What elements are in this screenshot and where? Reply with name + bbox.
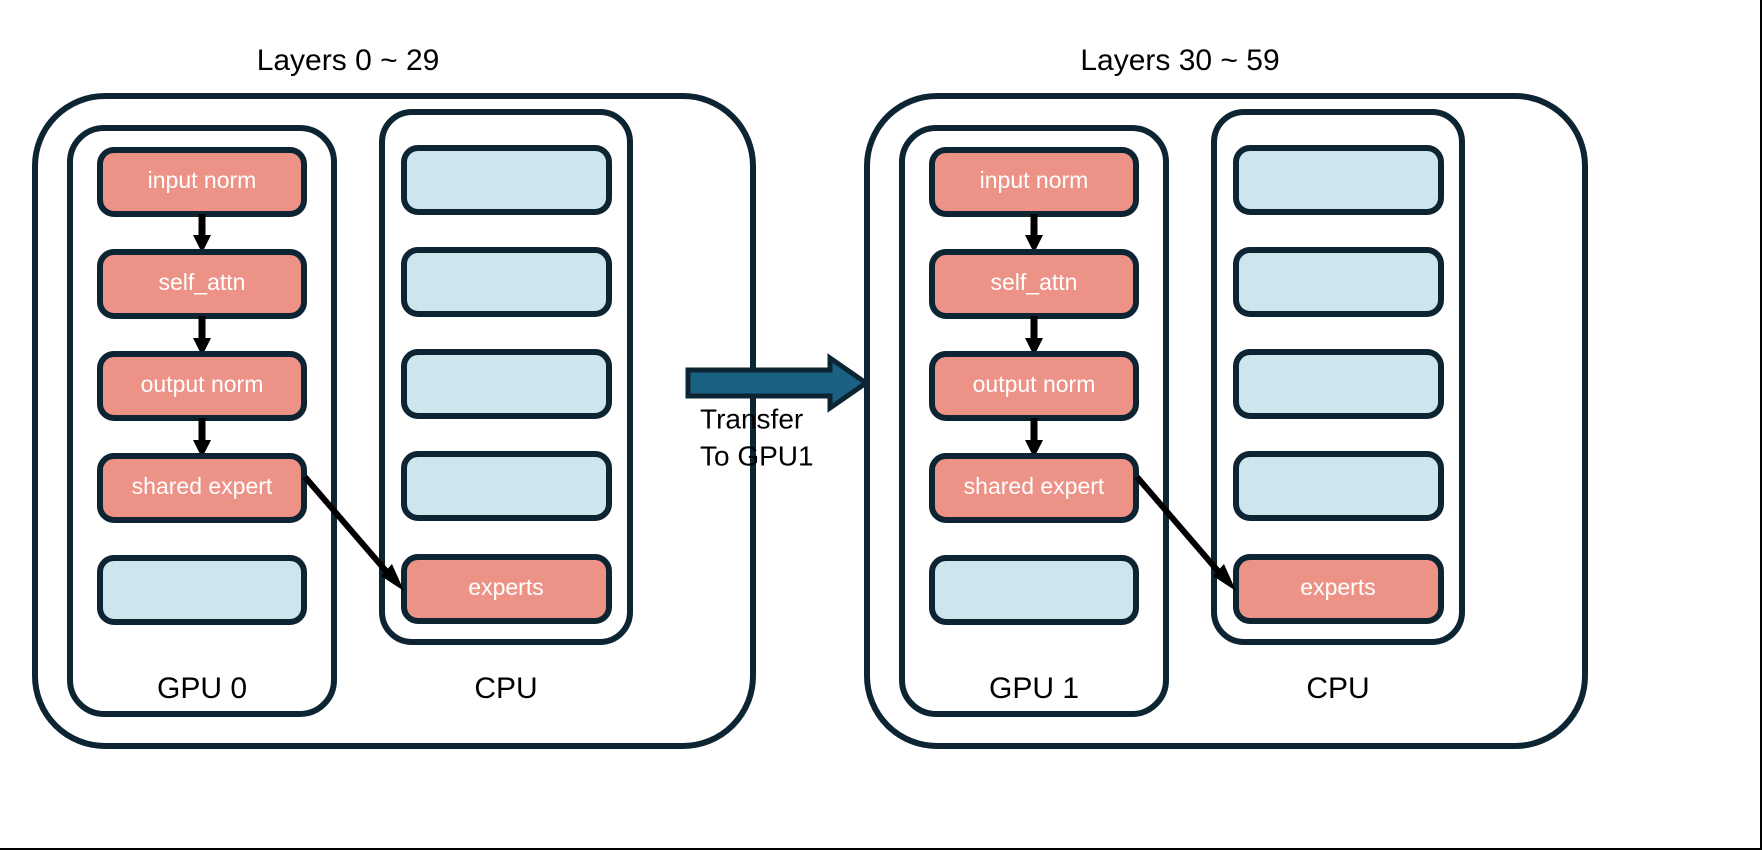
cpu-1-block-idle-4[interactable] bbox=[1233, 451, 1444, 521]
cpu-1-block-idle-2[interactable] bbox=[1233, 247, 1444, 317]
cpu-0-block-idle-3[interactable] bbox=[401, 349, 612, 419]
cpu-1-block-experts[interactable] bbox=[1233, 554, 1444, 624]
cpu-1-block-idle-3[interactable] bbox=[1233, 349, 1444, 419]
gpu-0-block-shared-expert[interactable] bbox=[97, 453, 307, 523]
cpu-0-block-experts[interactable] bbox=[401, 554, 612, 624]
cpu-0-device-label: CPU bbox=[474, 672, 537, 705]
cpu-0-block-idle-2[interactable] bbox=[401, 247, 612, 317]
gpu-1-block-self-attn-label: self_attn bbox=[991, 269, 1078, 295]
cpu-0-block-idle-4[interactable] bbox=[401, 451, 612, 521]
gpu-1-block-input-norm-label: input norm bbox=[980, 167, 1089, 193]
transfer-label-line-1: Transfer bbox=[700, 403, 803, 434]
gpu-1-diagonal-line bbox=[1134, 475, 1227, 580]
gpu-0-block-output-norm-label: output norm bbox=[141, 371, 264, 397]
transfer-label-line-2: To GPU1 bbox=[700, 440, 814, 471]
gpu-1-block-output-norm-label: output norm bbox=[973, 371, 1096, 397]
column-cpu-0: experts CPU bbox=[379, 109, 633, 705]
column-gpu-1: input norm self_attn output norm shared … bbox=[899, 125, 1169, 717]
cpu-1-block-experts-label: experts bbox=[1300, 574, 1375, 600]
gpu-1-block-idle-5[interactable] bbox=[929, 555, 1139, 625]
panel-left-title: Layers 0 ~ 29 bbox=[257, 44, 440, 77]
gpu-1-arrowhead-1 bbox=[1025, 235, 1043, 253]
column-gpu-0: input norm self_attn output norm shared … bbox=[67, 125, 337, 717]
column-cpu-1: experts CPU bbox=[1211, 109, 1465, 705]
gpu-1-block-shared-expert-label: shared expert bbox=[964, 473, 1105, 499]
gpu-0-block-self-attn-label: self_attn bbox=[159, 269, 246, 295]
gpu-1-device-label: GPU 1 bbox=[989, 672, 1079, 705]
panel-right-title: Layers 30 ~ 59 bbox=[1080, 44, 1279, 77]
gpu-0-diagonal-line bbox=[302, 475, 395, 580]
gpu-1-shared-expert-to-cpu-experts-arrow bbox=[1134, 475, 1236, 591]
gpu-0-device-label: GPU 0 bbox=[157, 672, 247, 705]
gpu-1-block-shared-expert[interactable] bbox=[929, 453, 1139, 523]
cpu-1-device-label: CPU bbox=[1306, 672, 1369, 705]
panel-right: Layers 30 ~ 59 input norm self_attn outp… bbox=[864, 44, 1588, 749]
cpu-0-block-experts-label: experts bbox=[468, 574, 543, 600]
gpu-1-diagonal-arrowhead bbox=[1213, 564, 1236, 591]
transfer-arrow-icon bbox=[685, 353, 871, 413]
gpu-0-block-input-norm-label: input norm bbox=[148, 167, 257, 193]
gpu-0-arrowhead-2 bbox=[193, 338, 211, 356]
cpu-0-block-idle-1[interactable] bbox=[401, 145, 612, 215]
gpu-0-shared-expert-to-cpu-experts-arrow bbox=[302, 475, 404, 591]
gpu-0-diagonal-arrowhead bbox=[381, 564, 404, 591]
gpu-0-block-idle-5[interactable] bbox=[97, 555, 307, 625]
gpu-1-arrowhead-2 bbox=[1025, 338, 1043, 356]
gpu-0-arrowhead-3 bbox=[193, 440, 211, 458]
gpu-0-block-shared-expert-label: shared expert bbox=[132, 473, 273, 499]
cpu-1-block-idle-1[interactable] bbox=[1233, 145, 1444, 215]
transfer-arrow-group: Transfer To GPU1 bbox=[685, 353, 871, 471]
panel-left: Layers 0 ~ 29 input norm self_attn outpu… bbox=[32, 44, 756, 749]
gpu-0-arrowhead-1 bbox=[193, 235, 211, 253]
gpu-1-arrowhead-3 bbox=[1025, 440, 1043, 458]
